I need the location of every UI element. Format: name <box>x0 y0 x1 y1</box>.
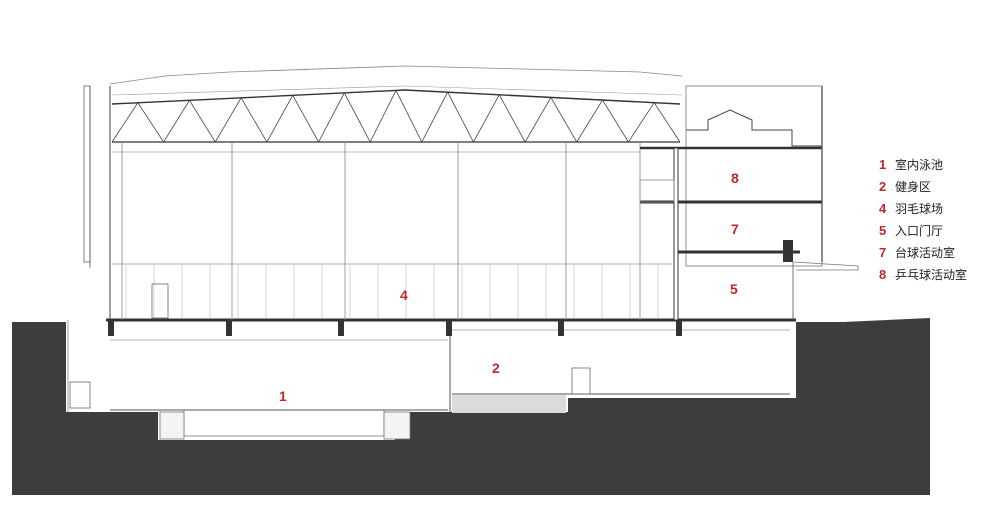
slab-beam <box>338 320 344 336</box>
legend-label: 健身区 <box>895 179 932 194</box>
room-number-1: 1 <box>279 388 287 404</box>
legend-number: 1 <box>879 156 887 172</box>
truss-web <box>111 89 681 143</box>
legend-label: 乒乓球活动室 <box>895 267 968 282</box>
legend-item: 8 乒乓球活动室 <box>879 263 991 285</box>
slab-beams <box>108 320 682 336</box>
right-block-left-wall <box>673 147 679 321</box>
legend-item: 4 羽毛球场 <box>879 197 991 219</box>
truss-top-chord <box>111 89 681 105</box>
legend-item: 2 健身区 <box>879 175 991 197</box>
gravel-fill <box>452 395 566 413</box>
hall-door <box>151 283 169 319</box>
entrance-canopy <box>793 261 859 271</box>
glazing-mullions <box>125 264 659 318</box>
left-exterior-wall <box>83 85 91 263</box>
pool-basin <box>183 409 385 437</box>
level-8-balcony <box>639 179 675 203</box>
legend-label: 羽毛球场 <box>895 201 944 216</box>
slab-beam <box>446 320 452 336</box>
legend-number: 2 <box>879 178 887 194</box>
room-number-5: 5 <box>730 281 738 297</box>
slab-beam <box>108 320 114 336</box>
slab-beam <box>226 320 232 336</box>
right-roof-lantern <box>686 109 822 147</box>
ground-mass <box>12 318 930 495</box>
pool-right-pit <box>383 411 411 440</box>
roof-outline <box>109 65 683 85</box>
room-number-7: 7 <box>731 221 739 237</box>
legend-number: 7 <box>879 244 887 260</box>
legend-number: 5 <box>879 222 887 238</box>
legend-label: 入口门厅 <box>895 223 944 238</box>
legend-item: 7 台球活动室 <box>879 241 991 263</box>
right-block-core <box>783 240 793 262</box>
pool-door <box>69 381 91 409</box>
legend-item: 5 入口门厅 <box>879 219 991 241</box>
legend-item: 1 室内泳池 <box>879 153 991 175</box>
room-number-2: 2 <box>492 360 500 376</box>
room-legend: 1 室内泳池 2 健身区 4 羽毛球场 5 入口门厅 7 台球活动室 8 乒乓球… <box>879 153 991 285</box>
room-number-4: 4 <box>400 287 408 303</box>
hall-columns <box>121 142 641 320</box>
pool-left-pit <box>159 411 185 440</box>
legend-label: 台球活动室 <box>895 245 956 260</box>
truss-webs <box>111 89 681 143</box>
roof-edge <box>111 85 683 96</box>
slab-beam <box>676 320 682 336</box>
gym-door <box>571 367 591 395</box>
legend-number: 8 <box>879 266 887 282</box>
right-block-outline <box>685 85 823 267</box>
legend-label: 室内泳池 <box>895 157 944 172</box>
legend-number: 4 <box>879 200 887 216</box>
room-number-8: 8 <box>731 170 739 186</box>
slab-beam <box>558 320 564 336</box>
